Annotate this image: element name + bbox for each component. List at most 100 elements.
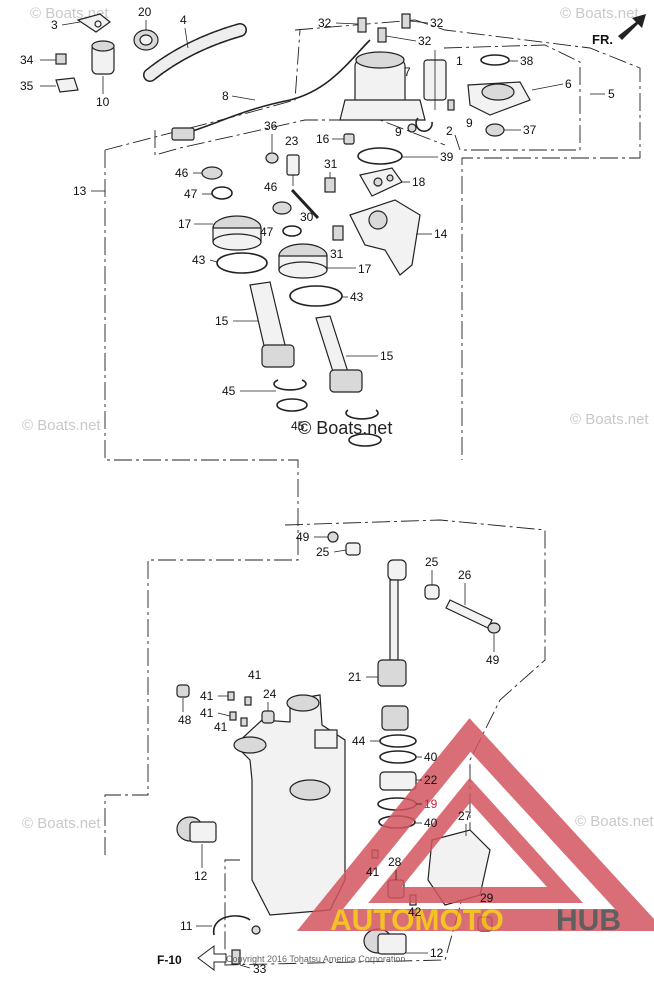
part-6-pump <box>467 81 531 116</box>
logo-text-b: HUB <box>556 904 621 937</box>
callout-26: 26 <box>458 568 472 582</box>
callout-41-b: 41 <box>200 689 214 703</box>
left-arrow-icon <box>197 945 227 971</box>
part-44-ring <box>379 734 417 748</box>
callout-31-b: 31 <box>330 247 344 261</box>
callout-41-a: 41 <box>248 668 262 682</box>
callout-31-a: 31 <box>324 157 338 171</box>
part-31-screws <box>324 177 344 241</box>
part-21-trim-rod <box>377 559 409 731</box>
callout-27: 27 <box>458 809 472 823</box>
part-48-plug <box>176 684 190 698</box>
callout-41-c: 41 <box>200 706 214 720</box>
part-17-cap-right <box>278 243 328 279</box>
callout-19: 19 <box>424 797 438 811</box>
callout-24: 24 <box>263 687 277 701</box>
callout-32-b: 32 <box>430 16 444 30</box>
callout-9-a: 9 <box>395 125 402 139</box>
callout-7: 7 <box>404 65 411 79</box>
callout-2: 2 <box>446 124 453 138</box>
part-20-grommet <box>133 29 159 51</box>
callout-11: 11 <box>180 919 193 933</box>
frame-6 <box>443 44 581 151</box>
part-16-plug <box>343 133 355 145</box>
watermark-mid-right: © Boats.net <box>570 411 649 428</box>
callout-3: 3 <box>51 18 58 32</box>
part-36-seal <box>265 152 279 164</box>
callout-32-c: 32 <box>418 34 432 48</box>
cylinder-housing <box>233 694 346 916</box>
callout-10: 10 <box>96 95 110 109</box>
callout-15-a: 15 <box>215 314 229 328</box>
part-15-ram-right <box>315 315 363 393</box>
front-label: FR. <box>592 32 613 47</box>
callout-8: 8 <box>222 89 229 103</box>
part-33-bolt <box>231 949 241 965</box>
callout-37: 37 <box>523 123 537 137</box>
callout-18: 18 <box>412 175 426 189</box>
callout-13: 13 <box>73 184 87 198</box>
callout-49-a: 49 <box>296 530 310 544</box>
part-15-ram-left <box>249 281 295 368</box>
callout-17-b: 17 <box>358 262 372 276</box>
frame-upper <box>104 150 299 855</box>
part-12-bushing-left <box>176 816 217 843</box>
callout-16: 16 <box>316 132 330 146</box>
part-24-plug <box>261 710 275 724</box>
part-1-armature <box>423 50 447 110</box>
part-8-harness <box>171 39 371 141</box>
front-direction-indicator: FR. <box>592 14 646 47</box>
frame-lower <box>224 519 546 966</box>
callout-12-b: 12 <box>430 946 444 960</box>
callout-35: 35 <box>20 79 34 93</box>
callout-32-a: 32 <box>318 16 332 30</box>
watermark-mid-left: © Boats.net <box>22 417 101 434</box>
part-11-cable <box>213 915 261 936</box>
front-arrow-icon <box>618 14 646 40</box>
callout-6: 6 <box>565 77 572 91</box>
part-9-2-hardware <box>407 99 455 133</box>
callout-22: 22 <box>424 773 438 787</box>
callout-20: 20 <box>138 5 152 19</box>
watermark-center: © Boats.net <box>298 418 392 438</box>
watermark-bottom-left: © Boats.net <box>22 815 101 832</box>
part-22-piston <box>379 771 417 791</box>
callout-45-a: 45 <box>222 384 236 398</box>
callout-21: 21 <box>348 670 362 684</box>
part-40-ring-upper <box>379 750 417 764</box>
callout-45-b: 45 <box>291 419 305 433</box>
callout-29: 29 <box>480 891 494 905</box>
part-34-screw <box>55 53 67 65</box>
part-46-seals <box>201 166 292 215</box>
part-39-oring <box>357 147 403 165</box>
part-17-cap-left <box>212 215 262 251</box>
callout-34: 34 <box>20 53 34 67</box>
copyright-text: Copyright 2016 Tohatsu America Corporati… <box>226 954 405 964</box>
callout-layer: 3 20 4 34 35 10 8 32 32 32 7 1 38 6 5 9 … <box>20 5 615 976</box>
callout-4: 4 <box>180 13 187 27</box>
part-37-filter <box>485 123 505 137</box>
part-14-valve-housing <box>349 199 421 276</box>
callout-5: 5 <box>608 87 615 101</box>
figure-ref-f10: F-10 <box>157 945 227 971</box>
part-45-seals <box>273 379 382 447</box>
part-23-valve <box>286 154 300 186</box>
part-43-ring-right <box>289 285 343 307</box>
part-26-pin <box>445 599 493 629</box>
callout-14: 14 <box>434 227 448 241</box>
callout-44: 44 <box>352 734 366 748</box>
callout-46-a: 46 <box>175 166 189 180</box>
callout-15-b: 15 <box>380 349 394 363</box>
callout-39: 39 <box>440 150 454 164</box>
part-25-bushing <box>424 584 440 600</box>
callout-36: 36 <box>264 119 278 133</box>
callout-43-a: 43 <box>192 253 206 267</box>
callout-41-d: 41 <box>214 720 228 734</box>
callout-40-b: 40 <box>424 816 438 830</box>
callout-48: 48 <box>178 713 192 727</box>
part-3-bracket <box>76 13 111 33</box>
callout-40-a: 40 <box>424 750 438 764</box>
callout-47-a: 47 <box>184 187 198 201</box>
callout-49-b: 49 <box>486 653 500 667</box>
